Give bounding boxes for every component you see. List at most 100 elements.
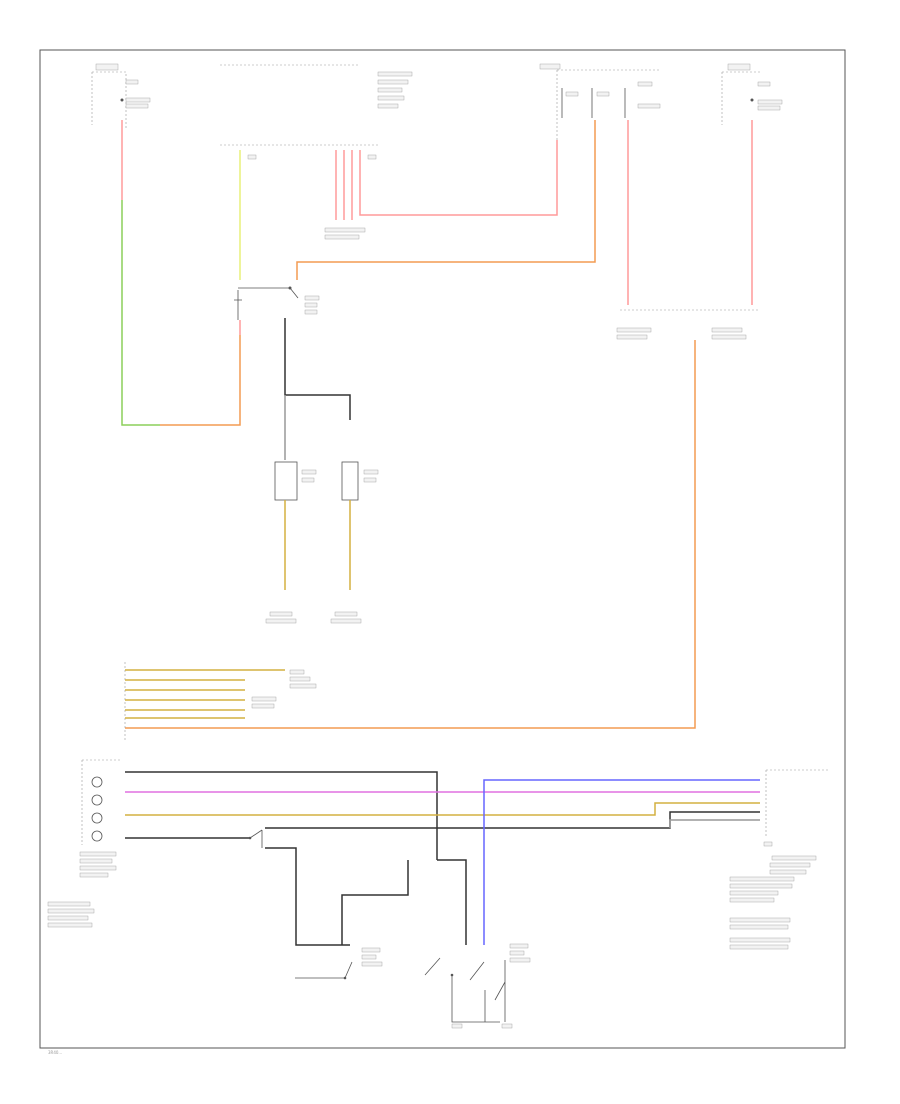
wire-black [341,860,409,945]
pin-label [367,154,377,160]
module-label [47,901,91,907]
fuse-terminal [120,98,124,102]
switch-label [509,943,529,949]
switch-label [304,295,320,301]
ground-label [269,611,293,617]
pin-label [763,841,773,847]
lower-module-right [729,769,830,950]
module-label [377,95,405,101]
fuse-label [565,91,579,97]
connector-label [324,227,366,233]
module-label [79,858,113,864]
module-label [729,876,795,882]
legend-item [729,937,791,943]
module-label [729,890,779,896]
lower-module-left [47,759,120,928]
wire-pink [359,140,558,216]
connector-rows-middle [124,662,317,740]
ground-label [330,618,362,624]
indicator-1 [91,776,103,788]
wire-black [125,771,438,860]
module-label [79,872,109,878]
fuse-terminal [750,98,754,102]
switch-assembly-center [234,286,379,624]
connector-label [711,334,747,340]
module-label [769,862,811,868]
legend-item [729,944,789,950]
row-label [289,676,311,682]
module-label [79,865,117,871]
lamp-right [341,461,359,501]
indicator-4 [91,830,103,842]
fuse-block-label [95,63,119,71]
fuse-desc-line [757,99,783,105]
fuse-label [125,79,139,85]
switch-label [361,954,377,960]
fuse-block-top-right-1 [539,63,661,140]
switch-label [361,961,383,967]
module-label [377,79,409,85]
lamp-label [301,477,315,483]
fuse-block-top-left [91,63,151,130]
ground-label [334,611,358,617]
connector-label [616,334,648,340]
fuse-block-label [727,63,751,71]
module-label [771,855,817,861]
switch-contact [343,976,347,980]
row-label [289,669,305,675]
diagram-code: 3R40... [48,1050,62,1055]
module-label [47,908,95,914]
module-label [47,922,93,928]
switch-contact [450,973,454,977]
legend-item [729,917,791,923]
lamp-label [363,469,379,475]
wire-orange [160,335,241,426]
wire-orange [296,120,596,280]
wire-black [284,318,351,420]
fuse-label [757,81,771,87]
connector-label [324,234,360,240]
indicator-3 [91,812,103,824]
lamp-left [274,461,298,501]
fuse-block-top-right-2 [721,63,783,125]
fuse-desc-line [637,103,661,109]
fuse-desc-line [125,103,149,109]
indicator-2 [91,794,103,806]
lamp-label [363,477,377,483]
fuse-label [596,91,610,97]
module-label [729,897,775,903]
ground-label [265,618,297,624]
switch-label [509,957,531,963]
wire-label [501,1023,513,1029]
wire-label [451,1023,463,1029]
wire-gray [669,819,760,828]
connector-label [711,327,743,333]
switch-label [304,302,318,308]
switch-label [361,947,381,953]
switch-contact [248,836,252,840]
module-label [79,851,117,857]
control-module-top [220,64,413,240]
wires-lower [125,771,760,946]
wire-blue [483,779,760,945]
diagram-frame [39,49,846,1049]
module-label [769,869,807,875]
fuse-desc-line [757,105,781,111]
wires-top [121,120,760,729]
lamp-label [301,469,317,475]
wire-green [121,200,160,426]
row-label [251,696,277,702]
wire-black [437,859,467,945]
wire-black [265,847,350,946]
module-label [47,915,89,921]
switch-label [509,950,525,956]
wire-gold [125,802,760,816]
connector-label [616,327,652,333]
legend-item [729,924,789,930]
switch-label [304,309,318,315]
wire-orange [125,340,696,729]
fuse-label [637,81,653,87]
switch-contact [288,286,292,290]
